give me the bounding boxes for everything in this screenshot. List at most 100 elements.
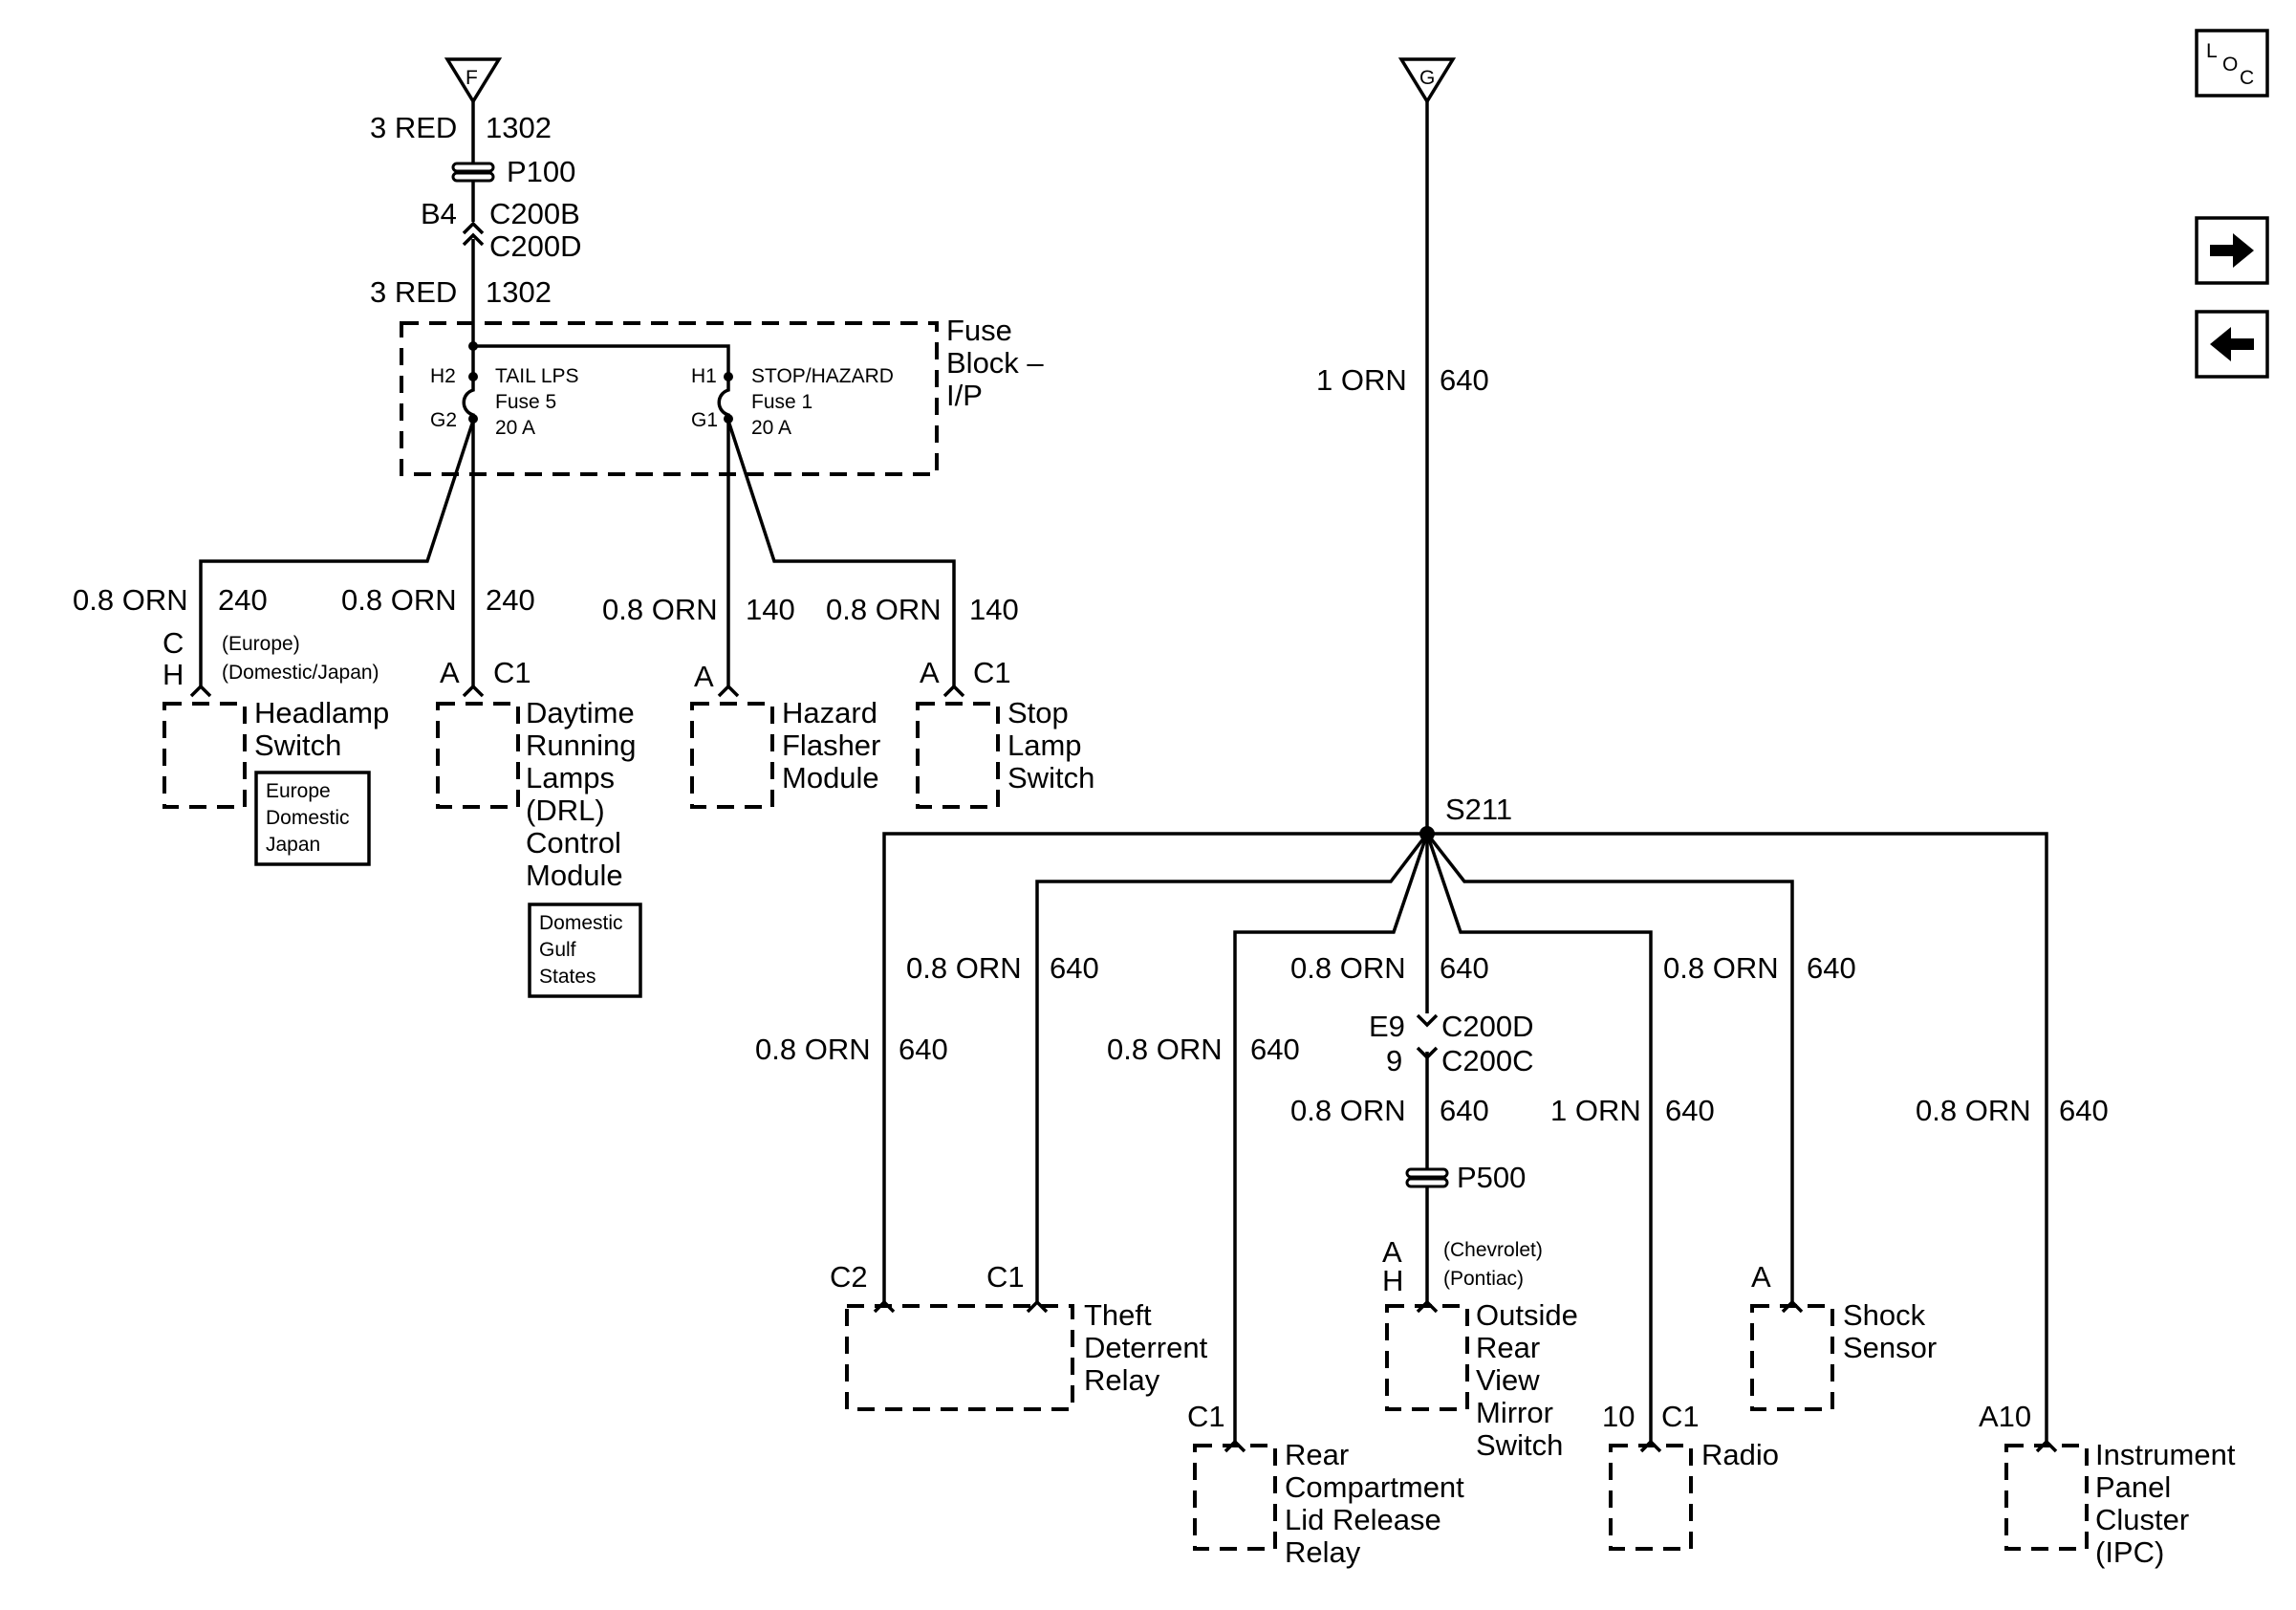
previous-page-button[interactable]: [2195, 310, 2269, 379]
theft-label-l1: Theft: [1084, 1298, 1152, 1332]
connector-label-c200d-top: C200D: [489, 229, 582, 263]
theft-pin-c1: C1: [986, 1260, 1025, 1294]
circuit-label-center-2: 640: [1440, 1094, 1489, 1127]
loc-button[interactable]: L O C: [2195, 29, 2269, 98]
fuse5-ampere: 20 A: [495, 417, 535, 439]
theft-deterrent-relay: [845, 1304, 1074, 1411]
fuse5-name: TAIL LPS: [495, 365, 579, 387]
circuit-label-theft-c2: 640: [899, 1033, 948, 1066]
fuse1-pin-h1: H1: [691, 365, 717, 387]
wire-label-rear: 0.8 ORN: [1107, 1033, 1223, 1066]
headlamp-tag-l1: Europe: [266, 780, 331, 802]
drl-label-l1: Daytime: [526, 696, 635, 729]
stop-pin-c1: C1: [973, 656, 1011, 689]
shock-label-l2: Sensor: [1843, 1331, 1937, 1364]
circuit-label-1302-b: 1302: [486, 275, 552, 309]
terminal-stop: [942, 684, 965, 698]
pin-label-b4: B4: [421, 197, 457, 230]
drl-pin-c1: C1: [493, 656, 531, 689]
wire-label-theft-c2: 0.8 ORN: [755, 1033, 871, 1066]
rear-label-l4: Relay: [1285, 1535, 1361, 1569]
fuse-block-title-l2: Block –: [946, 346, 1044, 380]
feed-g-label: G: [1419, 67, 1435, 89]
radio-pin-c1: C1: [1661, 1400, 1700, 1433]
circuit-label-ipc: 640: [2059, 1094, 2109, 1127]
splice-p500: [1405, 1167, 1449, 1188]
fuse5-pin-h2: H2: [430, 365, 456, 387]
drl-tag-l3: States: [539, 966, 596, 988]
drl-label-l2: Running: [526, 729, 636, 762]
terminal-hazard: [717, 684, 740, 698]
headlamp-tag-l3: Japan: [266, 834, 320, 856]
pin-label-9: 9: [1386, 1044, 1402, 1077]
headlamp-tag-l2: Domestic: [266, 807, 350, 829]
wire-label-08orn-4: 0.8 ORN: [826, 593, 942, 626]
wire-240-headlamp: [199, 420, 475, 686]
terminal-shock: [1781, 1299, 1804, 1314]
circuit-label-1302-a: 1302: [486, 111, 552, 144]
terminal-theft-c2: [873, 1299, 896, 1314]
wire-640-shock: [1425, 832, 1794, 1302]
ipc-label-l3: Cluster: [2095, 1503, 2189, 1536]
fuse1-number: Fuse 1: [751, 391, 812, 413]
terminal-ipc: [2035, 1439, 2058, 1453]
circuit-label-radio: 640: [1665, 1094, 1715, 1127]
drl-region-tag: [528, 903, 642, 998]
ipc-label-l1: Instrument: [2095, 1438, 2236, 1471]
wire-label-shock: 0.8 ORN: [1663, 951, 1779, 985]
splice-s211-label: S211: [1445, 793, 1512, 826]
wire-label-08orn-2: 0.8 ORN: [341, 583, 457, 617]
stop-label-l3: Switch: [1007, 761, 1094, 794]
theft-label-l2: Deterrent: [1084, 1331, 1208, 1364]
headlamp-switch: [162, 702, 247, 809]
shock-label-l1: Shock: [1843, 1298, 1926, 1332]
mirror-pin-h: H: [1382, 1264, 1403, 1297]
ipc-label-l2: Panel: [2095, 1470, 2171, 1504]
wire-label-3red-b: 3 RED: [370, 275, 457, 309]
rear-label-l2: Compartment: [1285, 1470, 1464, 1504]
stop-label-l1: Stop: [1007, 696, 1069, 729]
rear-label-l3: Lid Release: [1285, 1503, 1441, 1536]
stop-label-l2: Lamp: [1007, 729, 1082, 762]
theft-label-l3: Relay: [1084, 1363, 1160, 1397]
drl-label-l3: Lamps: [526, 761, 615, 794]
splice-p100-label: P100: [507, 155, 575, 188]
arrow-right-icon: [2210, 233, 2254, 268]
drl-label-l5: Control: [526, 826, 621, 859]
shock-sensor: [1750, 1304, 1834, 1411]
circuit-label-140-1: 140: [746, 593, 795, 626]
circuit-label-240-1: 240: [218, 583, 268, 617]
hazard-label-l1: Hazard: [782, 696, 877, 729]
option-domestic-japan: (Domestic/Japan): [222, 662, 379, 684]
hazard-flasher-module: [690, 702, 774, 809]
option-pontiac: (Pontiac): [1443, 1268, 1524, 1290]
drl-pin-a: A: [440, 656, 460, 689]
wire-640-ipc: [1427, 832, 2048, 1442]
mirror-label-l1: Outside: [1476, 1298, 1578, 1332]
wire-140-stop: [726, 420, 956, 686]
next-page-button[interactable]: [2195, 216, 2269, 285]
wire-640-radio: [1425, 833, 1653, 1442]
connector-label-c200b: C200B: [489, 197, 580, 230]
fuse-block-title-l1: Fuse: [946, 314, 1012, 347]
feed-f-label: F: [466, 67, 478, 89]
mirror-label-l2: Rear: [1476, 1331, 1540, 1364]
headlamp-label-l2: Switch: [254, 729, 341, 762]
connector-c200d-c200c: [1416, 1013, 1439, 1060]
headlamp-label-l1: Headlamp: [254, 696, 389, 729]
loc-label-c: C: [2240, 67, 2254, 89]
fuse-block-title-l3: I/P: [946, 379, 983, 412]
ipc-label-l4: (IPC): [2095, 1535, 2164, 1569]
circuit-label-shock: 640: [1807, 951, 1856, 985]
stop-lamp-switch: [916, 702, 1000, 809]
fuse5-number: Fuse 5: [495, 391, 556, 413]
theft-pin-c2: C2: [830, 1260, 868, 1294]
circuit-label-240-2: 240: [486, 583, 535, 617]
radio-label-l1: Radio: [1701, 1438, 1779, 1471]
pin-label-e9: E9: [1369, 1010, 1405, 1043]
wire-label-08orn-3: 0.8 ORN: [602, 593, 718, 626]
fuse5-pin-g2: G2: [430, 409, 457, 431]
mirror-pin-a: A: [1382, 1235, 1402, 1269]
hazard-label-l3: Module: [782, 761, 879, 794]
fuse1-ampere: 20 A: [751, 417, 791, 439]
